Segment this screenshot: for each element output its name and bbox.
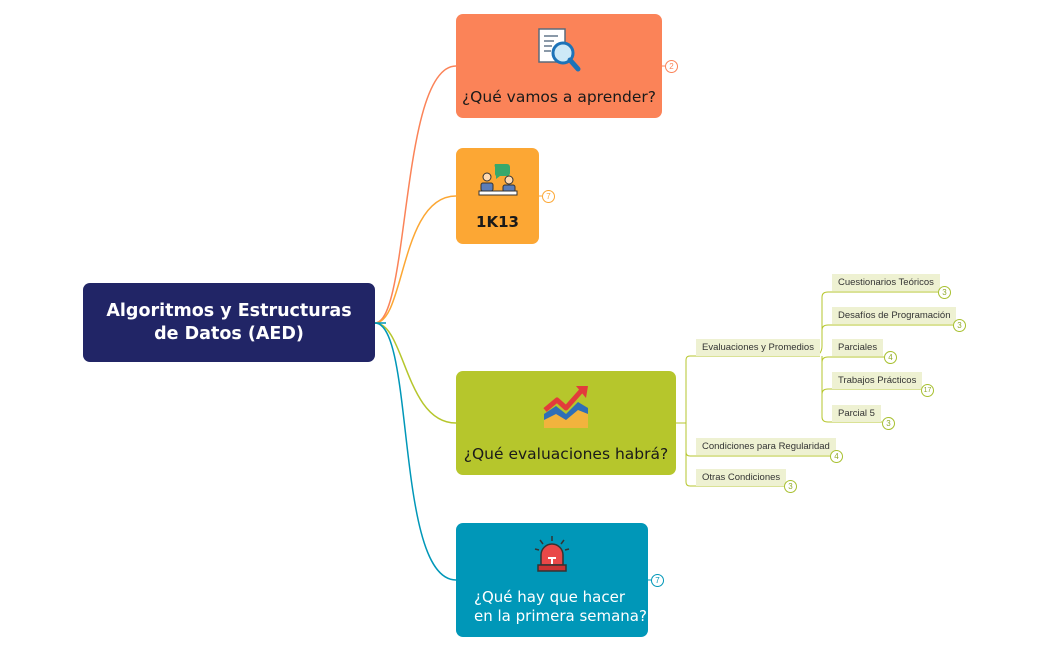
meeting-people-icon	[478, 162, 518, 203]
subtopic-otras-count-badge[interactable]: 3	[784, 480, 797, 493]
root-title-line-2: de Datos (AED)	[154, 323, 304, 344]
link-evaluaciones	[676, 355, 696, 424]
link-topic-3	[374, 322, 457, 424]
subtopic-desafios-de-programacion[interactable]: Desafíos de Programación	[832, 307, 957, 324]
topic-que-hay-que-hacer[interactable]: ¿Qué hay que hacer en la primera semana?	[456, 523, 648, 637]
subtopic-parciales[interactable]: Parciales	[832, 339, 884, 356]
trabajos-count-badge[interactable]: 17	[921, 384, 934, 397]
link-condiciones	[685, 423, 696, 457]
parciales-count-badge[interactable]: 4	[884, 351, 897, 364]
topic-3-label: ¿Qué evaluaciones habrá?	[463, 444, 669, 463]
link-topic-4	[374, 322, 457, 581]
link-topic-1	[374, 65, 457, 324]
subtopic-parcial-5[interactable]: Parcial 5	[832, 405, 881, 422]
subtopic-trabajos-practicos[interactable]: Trabajos Prácticos	[832, 372, 923, 389]
topic-4-count-badge[interactable]: 7	[651, 574, 664, 587]
link-otras	[685, 452, 696, 487]
topic-1k13[interactable]: 1K13	[456, 148, 539, 244]
topic-4-label-line-1: ¿Qué hay que hacer	[474, 587, 625, 606]
topic-2-count-badge[interactable]: 7	[542, 190, 555, 203]
subtopic-cuestionarios-teoricos[interactable]: Cuestionarios Teóricos	[832, 274, 940, 291]
subtopic-condiciones-para-regularidad[interactable]: Condiciones para Regularidad	[696, 438, 836, 455]
parcial5-count-badge[interactable]: 3	[882, 417, 895, 430]
cuestionarios-count-badge[interactable]: 3	[938, 286, 951, 299]
root-node[interactable]: Algoritmos y Estructuras de Datos (AED)	[83, 283, 375, 362]
subtopic-otras-condiciones[interactable]: Otras Condiciones	[696, 469, 787, 486]
topic-2-label: 1K13	[476, 212, 519, 231]
magnifier-document-icon	[536, 27, 582, 78]
subtopic-evaluaciones-y-promedios[interactable]: Evaluaciones y Promedios	[696, 339, 820, 356]
topic-1-label: ¿Qué vamos a aprender?	[461, 87, 657, 106]
subtopic-condiciones-count-badge[interactable]: 4	[830, 450, 843, 463]
link-topic-2	[374, 195, 457, 324]
topic-4-label-line-2: en la primera semana?	[474, 606, 647, 625]
topic-que-evaluaciones-habra[interactable]: ¿Qué evaluaciones habrá?	[456, 371, 676, 475]
desafios-count-badge[interactable]: 3	[953, 319, 966, 332]
alarm-siren-icon	[534, 535, 570, 578]
topic-que-vamos-a-aprender[interactable]: ¿Qué vamos a aprender?	[456, 14, 662, 118]
root-title-line-1: Algoritmos y Estructuras	[106, 300, 352, 321]
topic-1-count-badge[interactable]: 2	[665, 60, 678, 73]
chart-trend-icon	[542, 384, 590, 435]
